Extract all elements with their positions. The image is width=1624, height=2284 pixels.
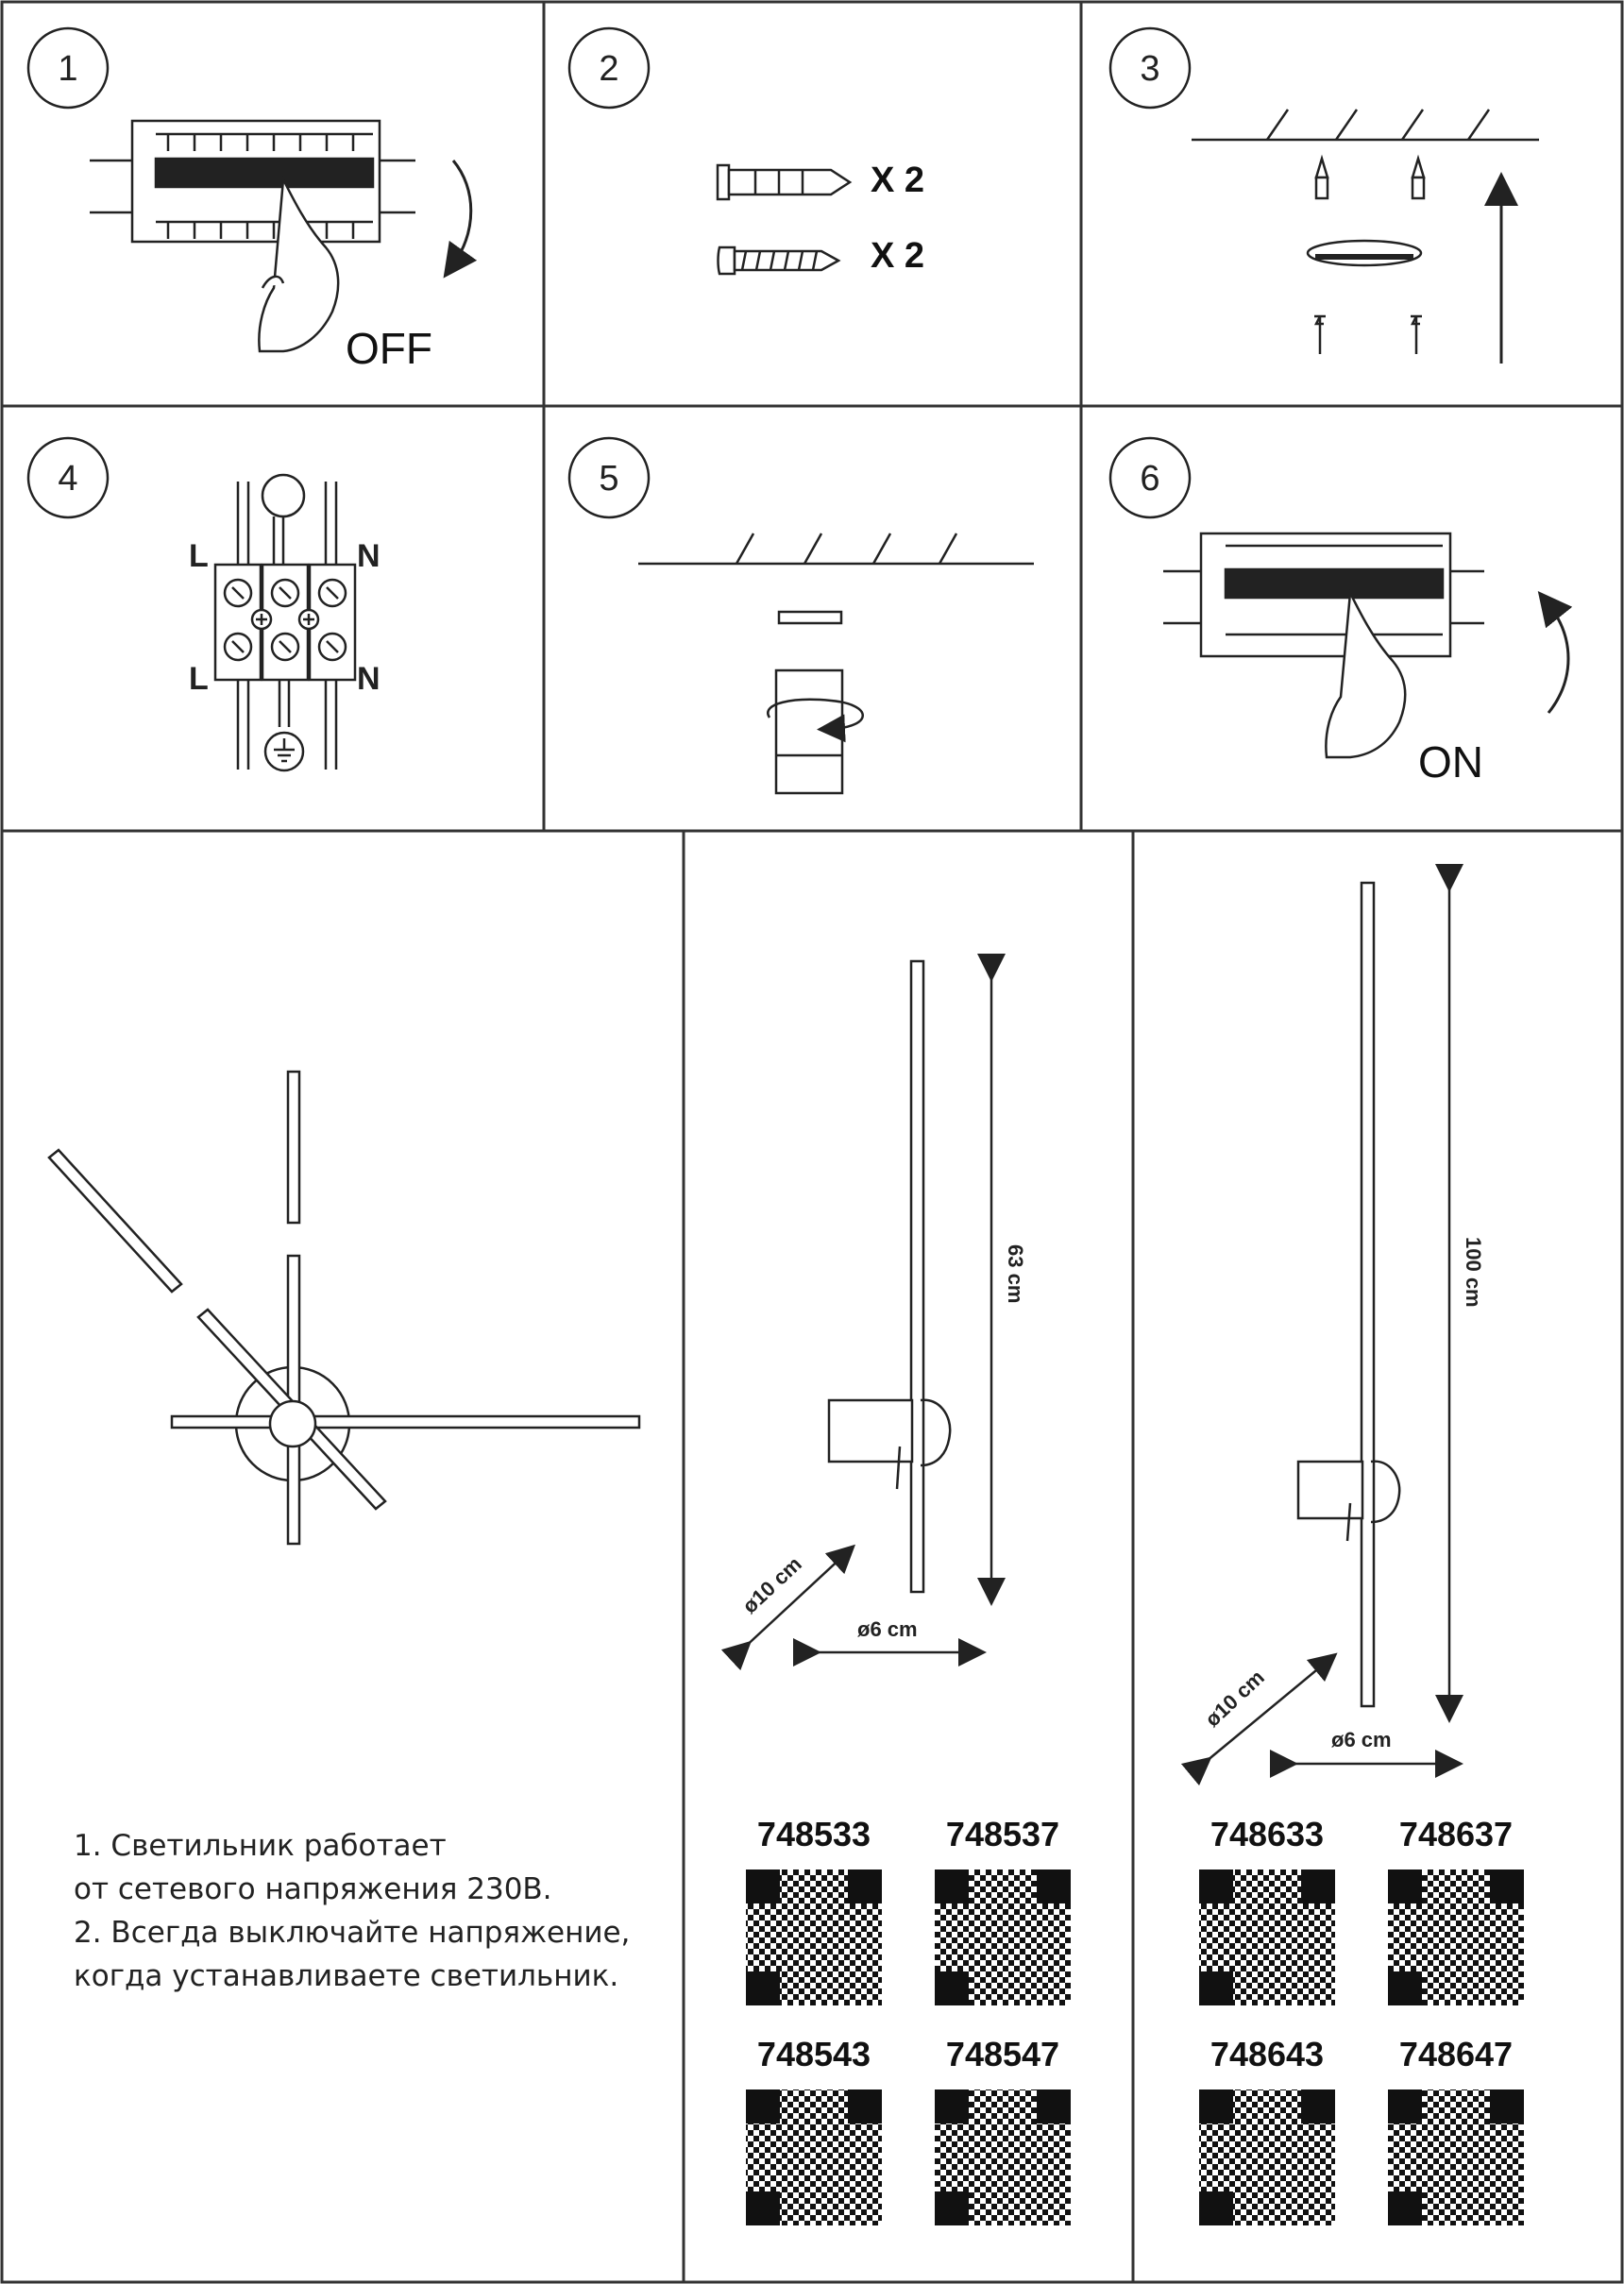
screw-quantity: X 2	[871, 236, 925, 276]
wire-labels: L N L N	[189, 538, 381, 697]
product-code: 748647	[1398, 2035, 1514, 2073]
dim-d10-short-arrow	[720, 1544, 855, 1671]
wall-anchor-icon	[716, 163, 853, 201]
qr-code-icon	[1388, 1869, 1524, 2005]
height-100-label: 100 cm	[1462, 1237, 1485, 1308]
ceiling-mount-drawing	[1192, 109, 1539, 354]
qr-code-icon	[1388, 2089, 1524, 2225]
wire-label-n: N	[357, 661, 381, 697]
qr-code-icon	[746, 1869, 882, 2005]
note-line: от сетевого напряжения 230В.	[74, 1872, 552, 1906]
lamp-63cm-drawing	[827, 959, 952, 1594]
step-number: 2	[599, 49, 618, 89]
rotate-arrow-up-icon	[1537, 590, 1573, 714]
circuit-breaker-icon	[90, 119, 415, 244]
terminal-block-drawing	[213, 473, 357, 772]
note-line: когда устанавливаете светильник.	[74, 1959, 619, 1993]
product-code: 748533	[756, 1815, 871, 1853]
width-long-label: ø6 cm	[1331, 1728, 1392, 1751]
qr-code-icon	[1199, 2089, 1335, 2225]
step-number: 1	[58, 49, 77, 89]
step-number: 6	[1140, 459, 1159, 499]
qr-code-icon	[1199, 1869, 1335, 2005]
lamp-100cm-drawing	[1296, 881, 1401, 1708]
anchor-quantity: X 2	[871, 161, 925, 200]
qr-code-icon	[746, 2089, 882, 2225]
step-number-circles	[26, 26, 1192, 519]
on-caption: ON	[1418, 737, 1483, 787]
circuit-breaker-on-icon	[1163, 532, 1484, 658]
product-code: 748637	[1398, 1815, 1514, 1853]
step-number: 5	[599, 459, 618, 499]
off-caption: OFF	[346, 324, 432, 373]
step-number: 3	[1140, 49, 1159, 89]
depth-long-label: ø10 cm	[1200, 1666, 1269, 1732]
note-line: 2. Всегда выключайте напряжение,	[74, 1916, 631, 1950]
qr-code-icon	[935, 1869, 1071, 2005]
dim-d10-long-arrow	[1180, 1652, 1338, 1786]
wire-label-n: N	[357, 538, 381, 574]
screw-icon	[717, 245, 841, 276]
rotate-arrow-down-icon	[443, 160, 478, 279]
ceiling-lamp-install-drawing	[638, 533, 1034, 795]
wire-label-l: L	[189, 661, 209, 697]
depth-short-label: ø10 cm	[737, 1552, 806, 1618]
width-short-label: ø6 cm	[857, 1617, 918, 1641]
product-code: 748643	[1210, 2035, 1325, 2073]
note-line: 1. Светильник работает	[74, 1829, 447, 1863]
height-63-label: 63 cm	[1004, 1244, 1027, 1303]
product-code: 748547	[945, 2035, 1060, 2073]
step-numbers: 1 2 3 4 5 6	[58, 49, 1159, 499]
product-code: 748633	[1210, 1815, 1325, 1853]
product-code: 748537	[945, 1815, 1060, 1853]
wire-label-l: L	[189, 538, 209, 574]
step-number: 4	[58, 459, 77, 499]
hand-on-icon	[1325, 588, 1407, 759]
product-code: 748543	[756, 2035, 871, 2073]
qr-code-icon	[935, 2089, 1071, 2225]
safety-notes: 1. Светильник работает от сетевого напря…	[74, 1824, 630, 1998]
hand-icon	[258, 175, 340, 353]
rotation-diagram	[47, 1070, 641, 1546]
qr-codes	[746, 1869, 1524, 2225]
